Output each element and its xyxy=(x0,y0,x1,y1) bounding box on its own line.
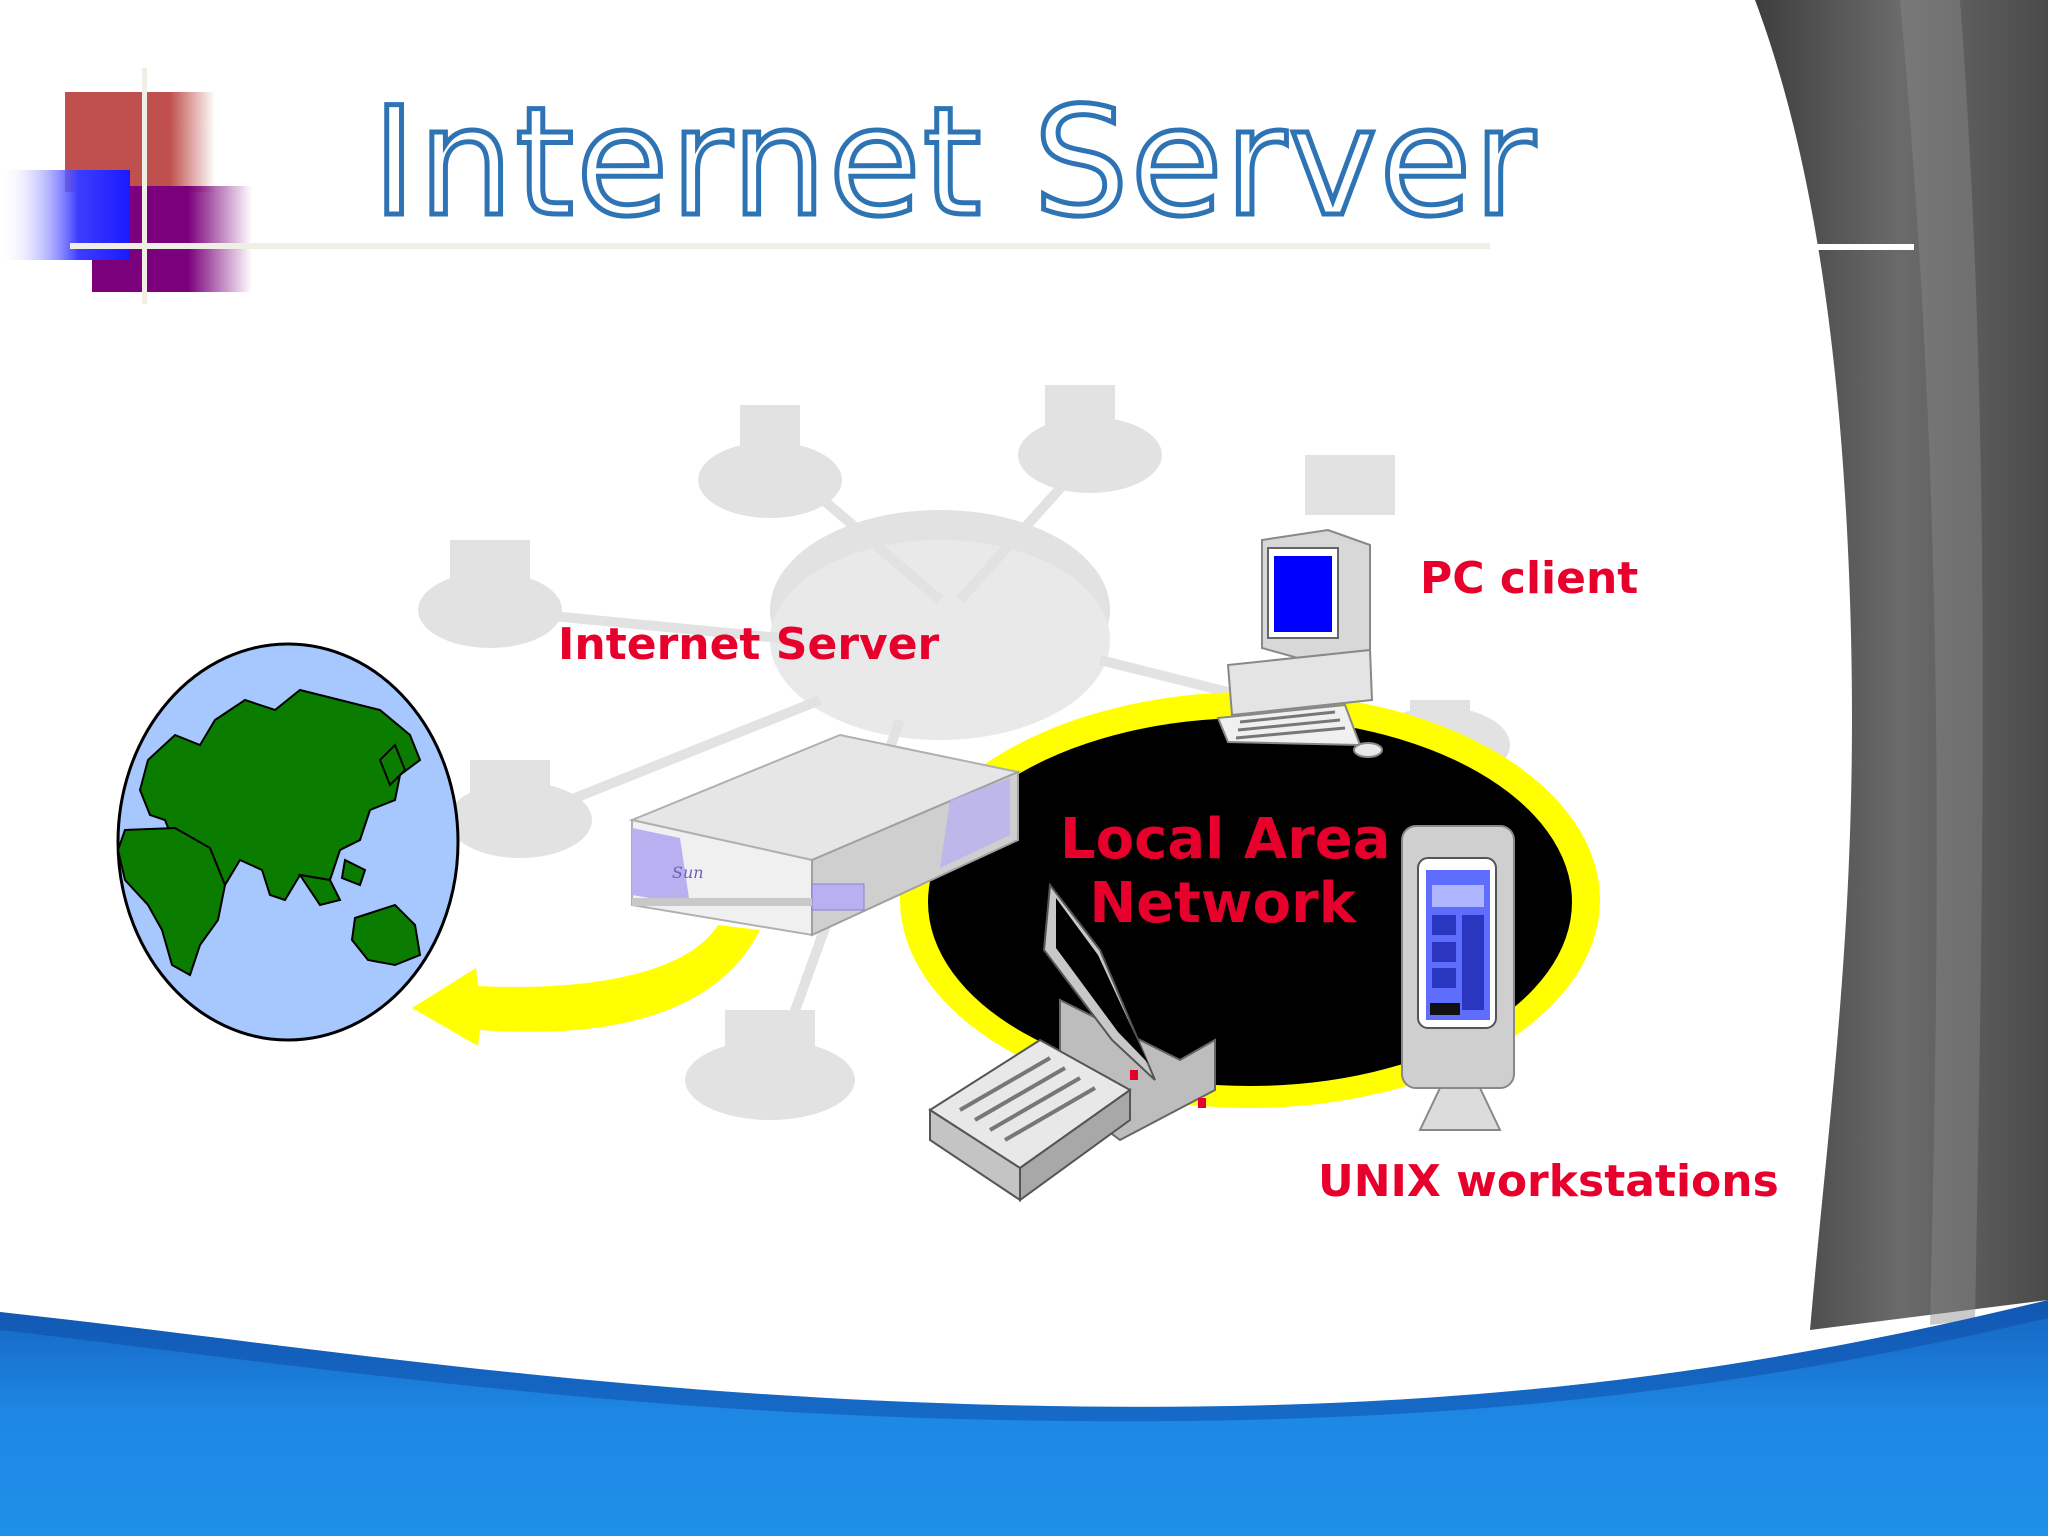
label-pc-client: PC client xyxy=(1420,553,1639,604)
title-decoration xyxy=(0,68,1490,304)
label-unix-workstations: UNIX workstations xyxy=(1318,1156,1779,1207)
background-network-watermark xyxy=(418,385,1510,1120)
label-lan-line2: Network xyxy=(1089,871,1356,937)
label-lan-line1: Local Area xyxy=(1060,807,1391,872)
label-internet-server: Internet Server xyxy=(558,619,940,670)
unix-workstation-illustration xyxy=(1401,825,1515,1131)
laptop-illustration xyxy=(928,882,1216,1202)
side-band xyxy=(1755,0,2048,1330)
connection-arrow xyxy=(412,925,760,1046)
bottom-wave xyxy=(0,1300,2048,1536)
server-badge: Sun xyxy=(672,863,704,882)
slide-title: Internet Server xyxy=(369,76,1538,250)
side-rule xyxy=(1802,244,1914,250)
globe-icon xyxy=(116,642,460,1042)
side-band-highlight xyxy=(1900,0,1983,1325)
label-local-area-network: Local Area Network xyxy=(1060,807,1391,937)
bottom-wave-highlight xyxy=(0,1300,2048,1422)
pc-client-illustration xyxy=(1216,528,1383,758)
server-illustration: Sun xyxy=(628,733,1022,937)
